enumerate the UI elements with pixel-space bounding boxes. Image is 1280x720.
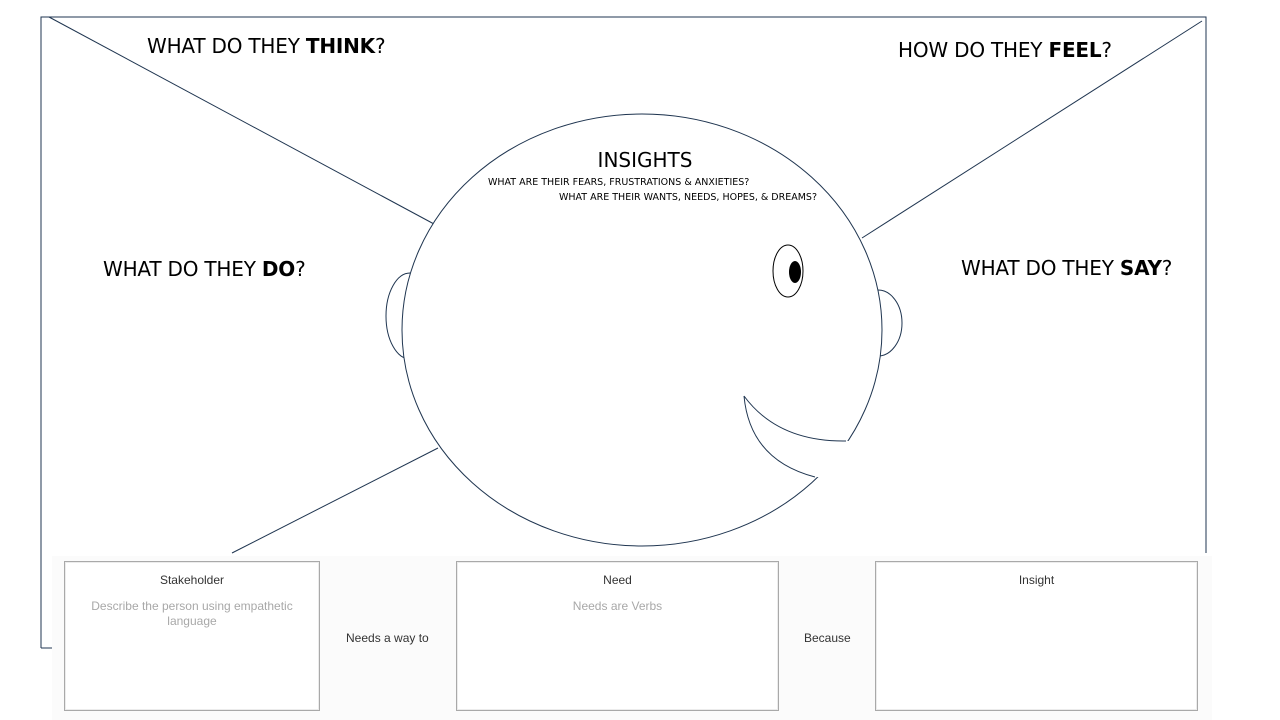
- insights-fears-prompt: WHAT ARE THEIR FEARS, FRUSTRATIONS & ANX…: [488, 177, 750, 188]
- stakeholder-card[interactable]: Stakeholder Describe the person using em…: [64, 561, 320, 711]
- question-say-prefix: WHAT DO THEY: [961, 256, 1120, 280]
- pupil: [789, 261, 801, 283]
- question-feel-suffix: ?: [1101, 38, 1112, 62]
- question-think-suffix: ?: [374, 34, 386, 58]
- question-feel-keyword: FEEL: [1048, 38, 1102, 62]
- stakeholder-card-hint: Describe the person using empathetic lan…: [91, 599, 293, 628]
- map-frame: [40, 16, 1207, 648]
- question-do-prefix: WHAT DO THEY: [103, 257, 262, 281]
- insights-title: INSIGHTS: [597, 148, 693, 172]
- need-card-hint: Needs are Verbs: [572, 599, 663, 613]
- insight-card-title: Insight: [1018, 573, 1055, 587]
- divider-top-left: [48, 16, 435, 225]
- question-think-prefix: WHAT DO THEY: [147, 34, 306, 58]
- need-card[interactable]: Need Needs are Verbs: [456, 561, 779, 711]
- question-say: WHAT DO THEY SAY?: [961, 256, 1172, 280]
- question-feel: HOW DO THEY FEEL?: [898, 38, 1112, 62]
- connector-needs-a-way-to: Needs a way to: [346, 631, 429, 645]
- mouth-outline: [743, 395, 847, 478]
- question-feel-prefix: HOW DO THEY: [898, 38, 1049, 62]
- question-do-suffix: ?: [295, 257, 306, 281]
- question-do-keyword: DO: [261, 257, 296, 281]
- mouth: [744, 396, 878, 478]
- need-card-title: Need: [603, 573, 632, 587]
- eye: [772, 244, 804, 298]
- question-think: WHAT DO THEY THINK?: [147, 34, 386, 58]
- insights-wants-prompt: WHAT ARE THEIR WANTS, NEEDS, HOPES, & DR…: [559, 192, 817, 203]
- connector-because: Because: [804, 631, 851, 645]
- insight-card[interactable]: Insight: [875, 561, 1198, 711]
- divider-bottom-left: [231, 447, 439, 554]
- divider-top-right: [861, 20, 1203, 239]
- question-think-keyword: THINK: [305, 34, 375, 58]
- point-of-view-statement: Stakeholder Describe the person using em…: [52, 556, 1212, 720]
- question-say-keyword: SAY: [1119, 256, 1162, 280]
- question-say-suffix: ?: [1161, 256, 1173, 280]
- question-do: WHAT DO THEY DO?: [103, 257, 306, 281]
- stakeholder-card-title: Stakeholder: [159, 573, 225, 587]
